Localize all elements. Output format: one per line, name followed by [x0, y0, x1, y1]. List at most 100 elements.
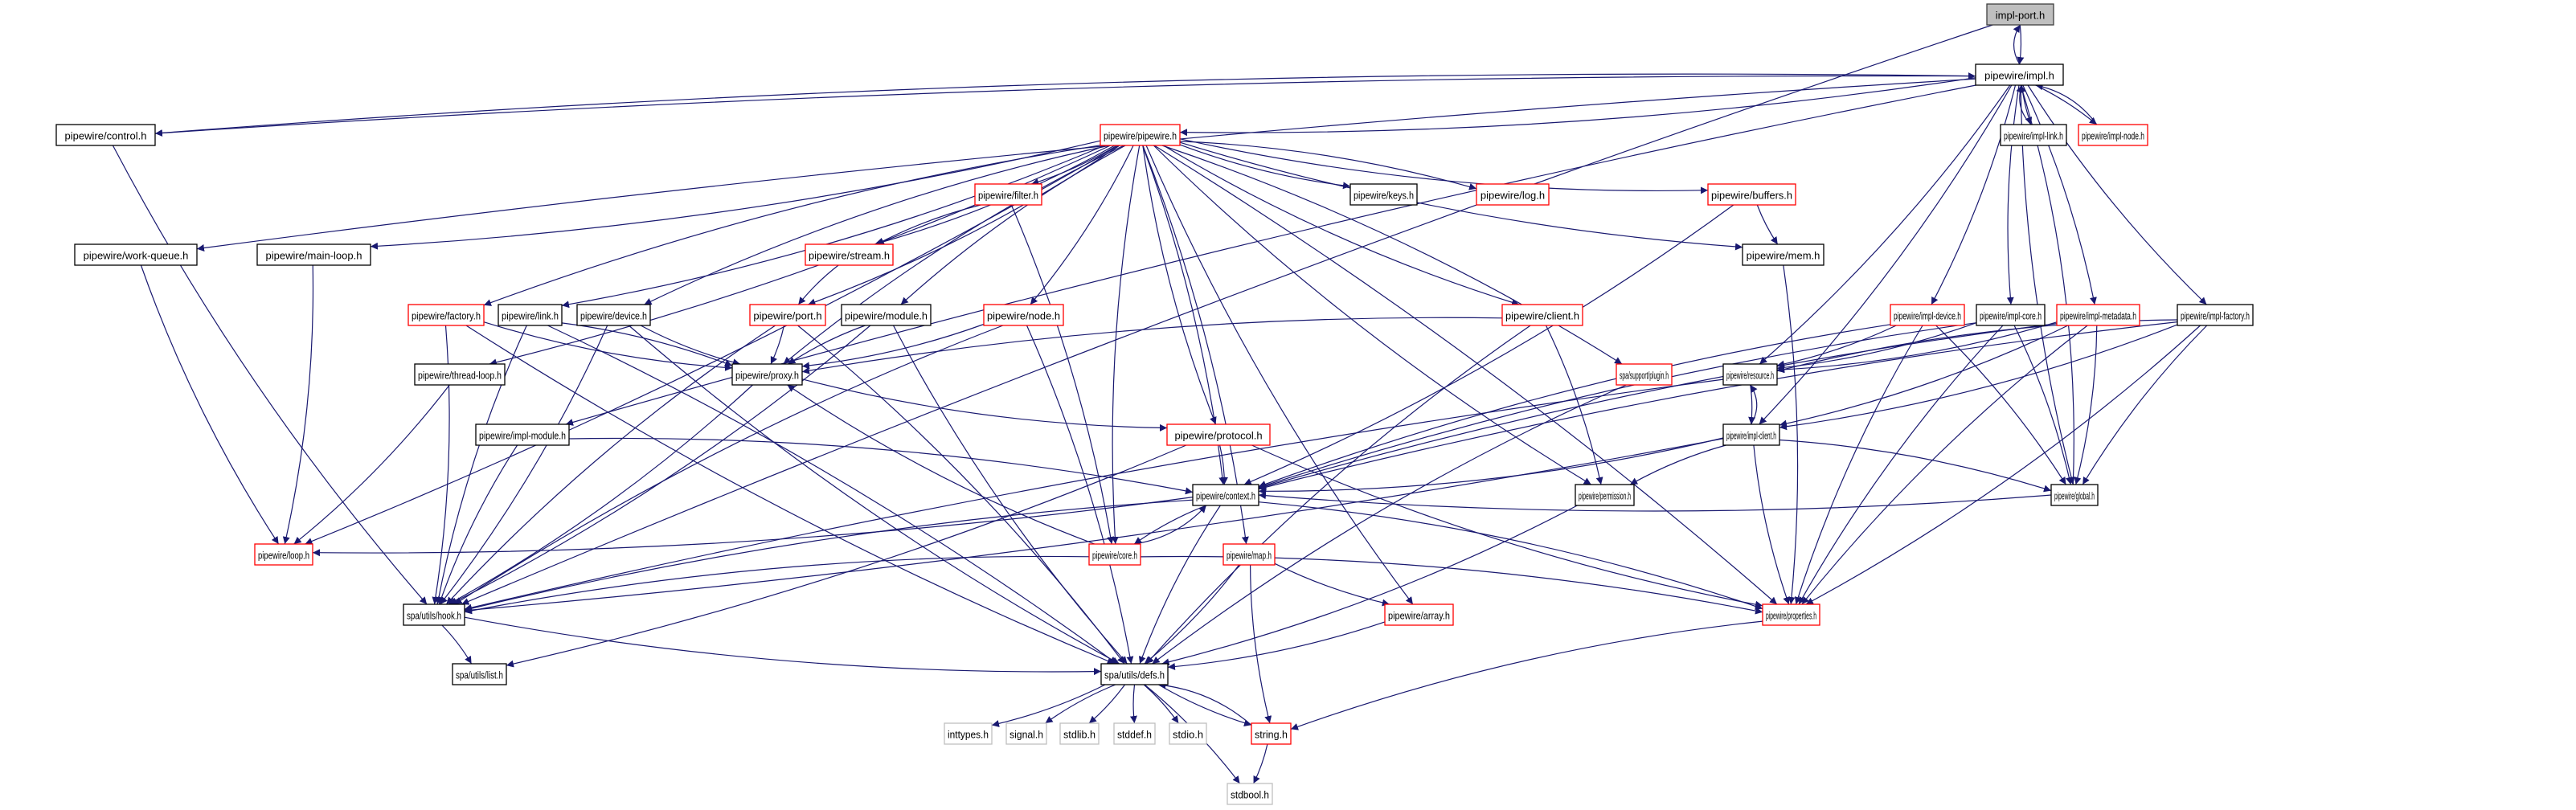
edge-client-to-permission: [1545, 325, 1603, 485]
edge-pipewire-to-link: [561, 145, 1105, 309]
node-box: [974, 183, 1042, 206]
node-label: pipewire/client.h: [1505, 310, 1579, 322]
node-label: pipewire/port.h: [753, 310, 821, 322]
edge-mem-to-properties: [1783, 264, 1799, 605]
node-plugin[interactable]: spa/support/plugin.h: [1616, 363, 1673, 386]
edge-impl-core-to-global: [2013, 325, 2073, 485]
node-stdbool[interactable]: stdbool.h: [1227, 783, 1273, 805]
edge-defs-to-inttypes: [991, 684, 1106, 727]
edge-proxy-to-hook: [448, 384, 753, 605]
node-client[interactable]: pipewire/client.h: [1501, 304, 1583, 326]
node-properties[interactable]: pipewire/properties.h: [1762, 603, 1820, 626]
node-context[interactable]: pipewire/context.h: [1192, 484, 1259, 506]
node-node[interactable]: pipewire/node.h: [983, 304, 1064, 326]
node-impl-client[interactable]: pipewire/impl-client.h: [1722, 423, 1780, 446]
edge-map-to-defs: [1144, 564, 1240, 665]
node-hook[interactable]: spa/utils/hook.h: [403, 603, 465, 626]
node-resource[interactable]: pipewire/resource.h: [1722, 363, 1778, 386]
edge-impl-factory-to-resource: [1776, 319, 2178, 373]
node-impl[interactable]: pipewire/impl.h: [1975, 63, 2064, 86]
node-array[interactable]: pipewire/array.h: [1384, 603, 1454, 626]
edge-pipewire-to-proxy: [783, 145, 1124, 365]
node-map[interactable]: pipewire/map.h: [1222, 543, 1276, 566]
edge-resource-to-hook: [464, 378, 1724, 612]
node-label: pipewire/properties.h: [1766, 610, 1816, 622]
node-module[interactable]: pipewire/module.h: [841, 304, 932, 326]
node-control[interactable]: pipewire/control.h: [55, 124, 156, 146]
edge-core-to-context: [1134, 505, 1207, 545]
node-keys[interactable]: pipewire/keys.h: [1349, 183, 1418, 206]
node-filter[interactable]: pipewire/filter.h: [974, 183, 1042, 206]
node-box: [1501, 304, 1583, 326]
node-stdlib[interactable]: stdlib.h: [1059, 722, 1100, 745]
node-box: [1227, 783, 1273, 805]
node-main-loop[interactable]: pipewire/main-loop.h: [256, 243, 371, 266]
node-proxy[interactable]: pipewire/proxy.h: [731, 363, 803, 386]
node-impl-metadata[interactable]: pipewire/impl-metadata.h: [2056, 304, 2140, 326]
edge-impl-to-impl-device: [1931, 84, 2017, 305]
node-protocol[interactable]: pipewire/protocol.h: [1166, 423, 1271, 446]
edge-defs-to-stdlib: [1088, 684, 1125, 724]
edge-pipewire-to-module: [900, 145, 1126, 305]
edge-global-to-context: [1258, 492, 2052, 512]
node-box: [1384, 603, 1454, 626]
edge-buffers-to-mem: [1756, 204, 1779, 245]
node-mem[interactable]: pipewire/mem.h: [1742, 243, 1824, 266]
node-port[interactable]: pipewire/port.h: [749, 304, 826, 326]
node-impl-device[interactable]: pipewire/impl-device.h: [1890, 304, 1965, 326]
node-work-queue[interactable]: pipewire/work-queue.h: [74, 243, 198, 266]
node-impl-node[interactable]: pipewire/impl-node.h: [2078, 124, 2148, 146]
node-box: [1762, 603, 1820, 626]
node-buffers[interactable]: pipewire/buffers.h: [1707, 183, 1796, 206]
node-loop[interactable]: pipewire/loop.h: [254, 543, 313, 566]
edge-resource-to-impl-client: [1748, 384, 1756, 425]
node-impl-link[interactable]: pipewire/impl-link.h: [2000, 124, 2067, 146]
node-inttypes[interactable]: inttypes.h: [944, 722, 993, 745]
node-thread-loop[interactable]: pipewire/thread-loop.h: [414, 363, 506, 386]
node-signal[interactable]: signal.h: [1005, 722, 1047, 745]
node-core[interactable]: pipewire/core.h: [1088, 543, 1141, 566]
edge-pipewire-to-node: [1030, 145, 1134, 305]
node-impl-module[interactable]: pipewire/impl-module.h: [475, 423, 570, 446]
node-stddef[interactable]: stddef.h: [1113, 722, 1156, 745]
edge-context-to-properties: [1258, 501, 1763, 610]
node-box: [2078, 124, 2148, 146]
node-label: pipewire/array.h: [1388, 610, 1450, 622]
edge-impl-factory-to-global: [2082, 325, 2208, 485]
nodes-layer: impl-port.hpipewire/impl.hpipewire/contr…: [55, 3, 2254, 805]
node-label: pipewire/context.h: [1196, 490, 1255, 502]
edge-impl-to-resource: [1759, 84, 2011, 365]
node-device[interactable]: pipewire/device.h: [576, 304, 651, 326]
edge-client-to-defs: [1145, 325, 1531, 665]
edge-device-to-proxy: [640, 325, 741, 366]
node-pipewire[interactable]: pipewire/pipewire.h: [1100, 124, 1181, 146]
edge-impl-client-to-permission: [1629, 444, 1726, 485]
edge-impl-to-impl-client: [1759, 84, 2013, 425]
node-defs[interactable]: spa/utils/defs.h: [1100, 663, 1169, 685]
node-label: stdlib.h: [1063, 729, 1096, 741]
node-link[interactable]: pipewire/link.h: [498, 304, 563, 326]
node-impl-core[interactable]: pipewire/impl-core.h: [1976, 304, 2046, 326]
edge-impl-metadata-to-properties: [1801, 325, 2088, 605]
node-impl-factory[interactable]: pipewire/impl-factory.h: [2177, 304, 2254, 326]
edge-hook-to-list: [441, 624, 473, 665]
node-box: [1251, 722, 1292, 745]
node-factory[interactable]: pipewire/factory.h: [407, 304, 485, 326]
node-box: [452, 663, 507, 685]
node-label: stddef.h: [1117, 729, 1152, 741]
edge-core-to-hook: [464, 555, 1090, 615]
node-label: pipewire/impl.h: [1984, 70, 2054, 82]
node-list[interactable]: spa/utils/list.h: [452, 663, 507, 685]
edge-pipewire-to-log: [1179, 141, 1477, 190]
edge-impl-module-to-context: [568, 437, 1194, 495]
edge-node-to-defs: [1026, 325, 1134, 665]
node-stdio[interactable]: stdio.h: [1169, 722, 1207, 745]
node-permission[interactable]: pipewire/permission.h: [1575, 484, 1635, 506]
edge-module-to-hook: [449, 325, 871, 605]
node-label: pipewire/buffers.h: [1711, 190, 1792, 202]
node-log[interactable]: pipewire/log.h: [1476, 183, 1550, 206]
node-string[interactable]: string.h: [1251, 722, 1292, 745]
node-global[interactable]: pipewire/global.h: [2050, 484, 2099, 506]
node-stream[interactable]: pipewire/stream.h: [805, 243, 894, 266]
node-box: [1113, 722, 1156, 745]
